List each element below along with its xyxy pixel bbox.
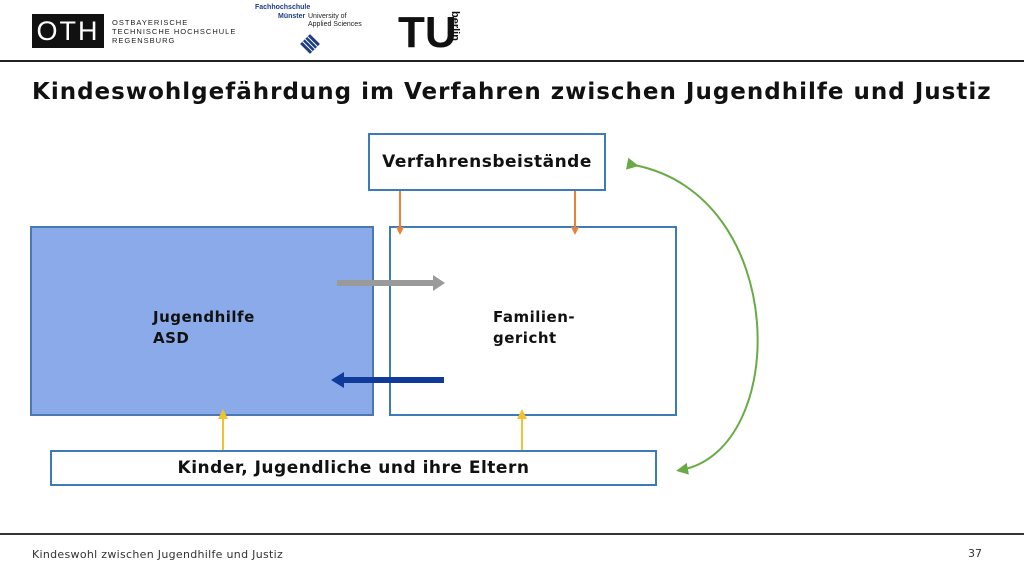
fh-muenster-emblem-icon: [300, 34, 320, 54]
arrow-familiengericht-to-jugendhilfe: [331, 372, 444, 388]
fh-logo-line-1: Fachhochschule: [255, 4, 311, 11]
node-verfahrensbeistaende-label: Verfahrensbeistände: [382, 152, 592, 172]
familiengericht-label-line-2: gericht: [493, 329, 557, 347]
header-divider: [0, 60, 1024, 62]
node-jugendhilfe: [30, 226, 374, 416]
slide-header: OTH OSTBAYERISCHE TECHNISCHE HOCHSCHULE …: [0, 0, 1024, 60]
tu-berlin-logo: TU berlin: [398, 8, 461, 51]
arrow-jugendhilfe-to-familiengericht: [337, 275, 445, 291]
jugendhilfe-label-line-2: ASD: [153, 329, 190, 347]
slide-title: Kindeswohlgefährdung im Verfahren zwisch…: [32, 79, 992, 105]
node-verfahrensbeistaende: Verfahrensbeistände: [368, 133, 606, 191]
node-familiengericht-label: Familien- gericht: [493, 307, 575, 349]
fh-muenster-logo: Fachhochschule Münster University of App…: [252, 4, 382, 56]
tu-logo-text: berlin: [449, 11, 461, 41]
node-kinder-label: Kinder, Jugendliche und ihre Eltern: [177, 458, 530, 478]
footer-divider: [0, 533, 1024, 535]
node-kinder-jugendliche-eltern: Kinder, Jugendliche und ihre Eltern: [50, 450, 657, 486]
oth-logo-mark: OTH: [32, 14, 104, 48]
fh-logo-line-4: Applied Sciences: [308, 21, 362, 28]
fh-logo-line-3: University of: [308, 13, 347, 20]
oth-logo-line-2: TECHNISCHE HOCHSCHULE: [112, 26, 237, 36]
jugendhilfe-label-line-1: Jugendhilfe: [153, 308, 255, 326]
node-jugendhilfe-label: Jugendhilfe ASD: [153, 307, 255, 349]
oth-logo-line-3: REGENSBURG: [112, 35, 176, 45]
oth-logo: OTH OSTBAYERISCHE TECHNISCHE HOCHSCHULE …: [32, 14, 236, 48]
familiengericht-label-line-1: Familien-: [493, 308, 576, 326]
arrow-verfahrensbeistaende-kinder-bidirectional: [625, 157, 759, 475]
fh-logo-line-2: Münster: [278, 13, 306, 20]
footer-text: Kindeswohl zwischen Jugendhilfe und Just…: [32, 548, 284, 561]
page-number: 37: [968, 547, 982, 560]
oth-logo-line-1: OSTBAYERISCHE: [112, 17, 189, 27]
oth-logo-text: OSTBAYERISCHE TECHNISCHE HOCHSCHULE REGE…: [112, 18, 236, 45]
tu-logo-mark: TU: [398, 8, 457, 51]
